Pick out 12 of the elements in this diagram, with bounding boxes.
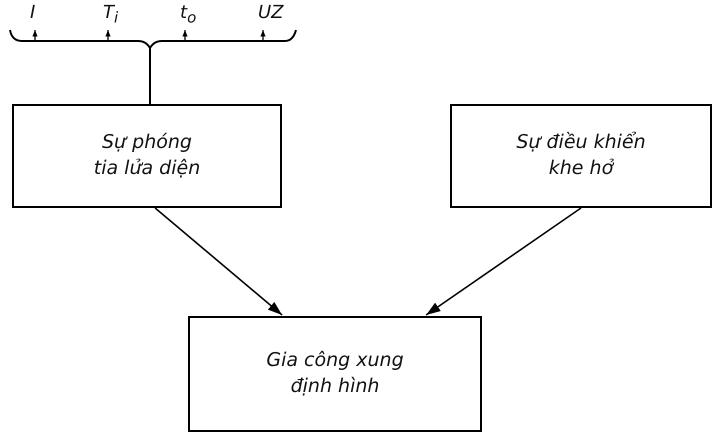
box-text: Sự phóng tia lửa diện	[92, 130, 202, 181]
process-box	[450, 104, 712, 208]
arrow	[154, 207, 283, 316]
parameter-label: I	[30, 2, 36, 23]
parameter-label: UZ	[258, 2, 284, 23]
process-box	[12, 104, 282, 208]
box-text: Sự điều khiển khe hở	[515, 130, 647, 181]
box-text: Gia công xung định hình	[265, 348, 405, 399]
arrow	[426, 207, 582, 316]
parameter-label: t$_{o}$	[180, 2, 196, 27]
process-box	[188, 316, 482, 432]
parameter-label: T$_{i}$	[103, 2, 118, 27]
